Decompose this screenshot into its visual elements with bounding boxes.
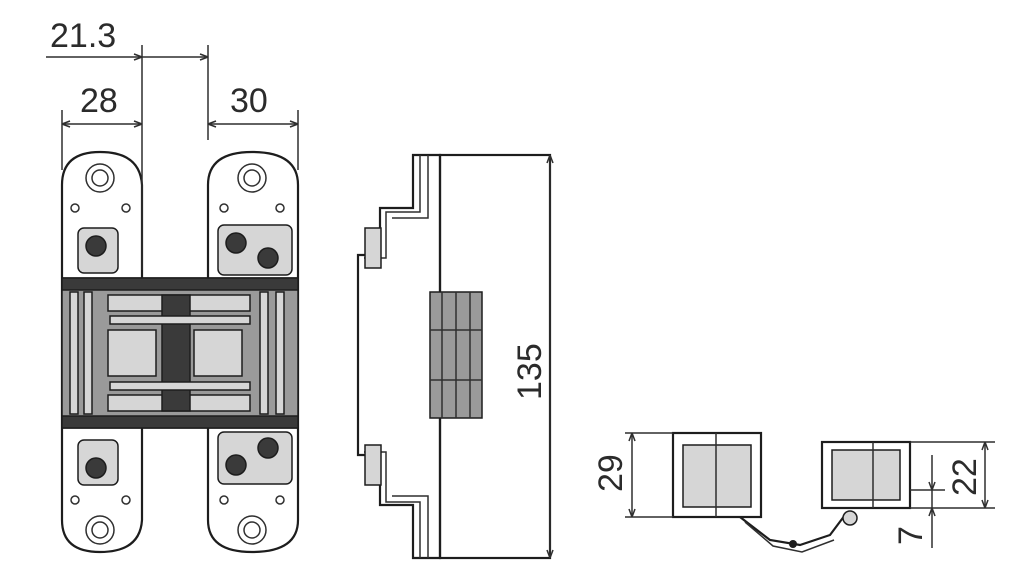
dim-left-width: 28 bbox=[80, 82, 118, 120]
adjust-screw-icon bbox=[257, 437, 279, 459]
dim-offset: 7 bbox=[892, 526, 930, 545]
adjust-screw-icon bbox=[225, 232, 247, 254]
dim-side-right: 22 bbox=[946, 458, 984, 496]
dim-height: 135 bbox=[511, 343, 549, 400]
top-view: 29 22 7 bbox=[592, 431, 995, 553]
mechanism-ribs bbox=[69, 291, 285, 415]
adjust-screw-icon bbox=[85, 457, 107, 479]
pivot-icon bbox=[789, 540, 797, 548]
adjust-screw-icon bbox=[85, 235, 107, 257]
dim-top-gap: 21.3 bbox=[50, 17, 116, 55]
dim-side-depth: 29 bbox=[592, 454, 630, 492]
mount-hole-icon bbox=[237, 163, 267, 193]
front-view: 21.3 28 30 bbox=[46, 17, 300, 554]
adjust-screw-icon bbox=[257, 247, 279, 269]
adjust-screw-icon bbox=[225, 454, 247, 476]
mount-hole-icon bbox=[85, 515, 115, 545]
mount-hole-icon bbox=[85, 163, 115, 193]
side-view: 135 bbox=[356, 153, 554, 560]
mount-hole-icon bbox=[237, 515, 267, 545]
dim-right-width: 30 bbox=[230, 82, 268, 120]
